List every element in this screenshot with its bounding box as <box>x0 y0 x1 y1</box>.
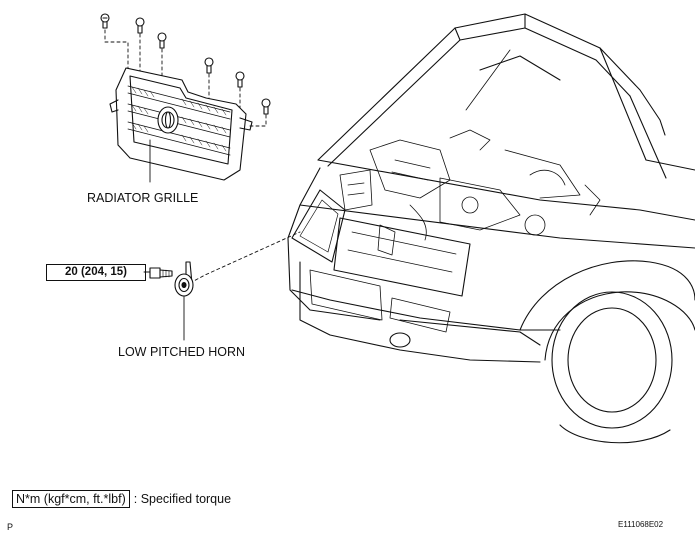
vehicle-outline <box>287 13 695 444</box>
screw-5 <box>235 71 245 88</box>
horn-bolt <box>149 267 173 279</box>
screw-1 <box>100 13 110 29</box>
radiator-grille-label: RADIATOR GRILLE <box>87 191 199 205</box>
grille-emblem <box>157 106 179 134</box>
front-wheel <box>551 291 673 429</box>
low-pitched-horn <box>174 261 194 297</box>
install-lines <box>104 29 301 284</box>
screw-4 <box>204 57 214 74</box>
torque-legend-text: : Specified torque <box>133 492 232 506</box>
torque-legend: N*m (kgf*cm, ft.*lbf) : Specified torque <box>12 490 231 508</box>
grille-screws <box>100 13 271 115</box>
horn-torque-value: 20 (204, 15) <box>46 264 146 281</box>
radiator-grille <box>109 67 253 181</box>
figure-code: E111068E02 <box>618 520 664 529</box>
low-pitched-horn-label: LOW PITCHED HORN <box>118 345 246 359</box>
corner-mark: P <box>7 522 14 532</box>
torque-unit-box: N*m (kgf*cm, ft.*lbf) <box>12 490 130 508</box>
screw-2 <box>135 17 145 34</box>
screw-6 <box>261 98 271 115</box>
screw-3 <box>157 32 167 49</box>
